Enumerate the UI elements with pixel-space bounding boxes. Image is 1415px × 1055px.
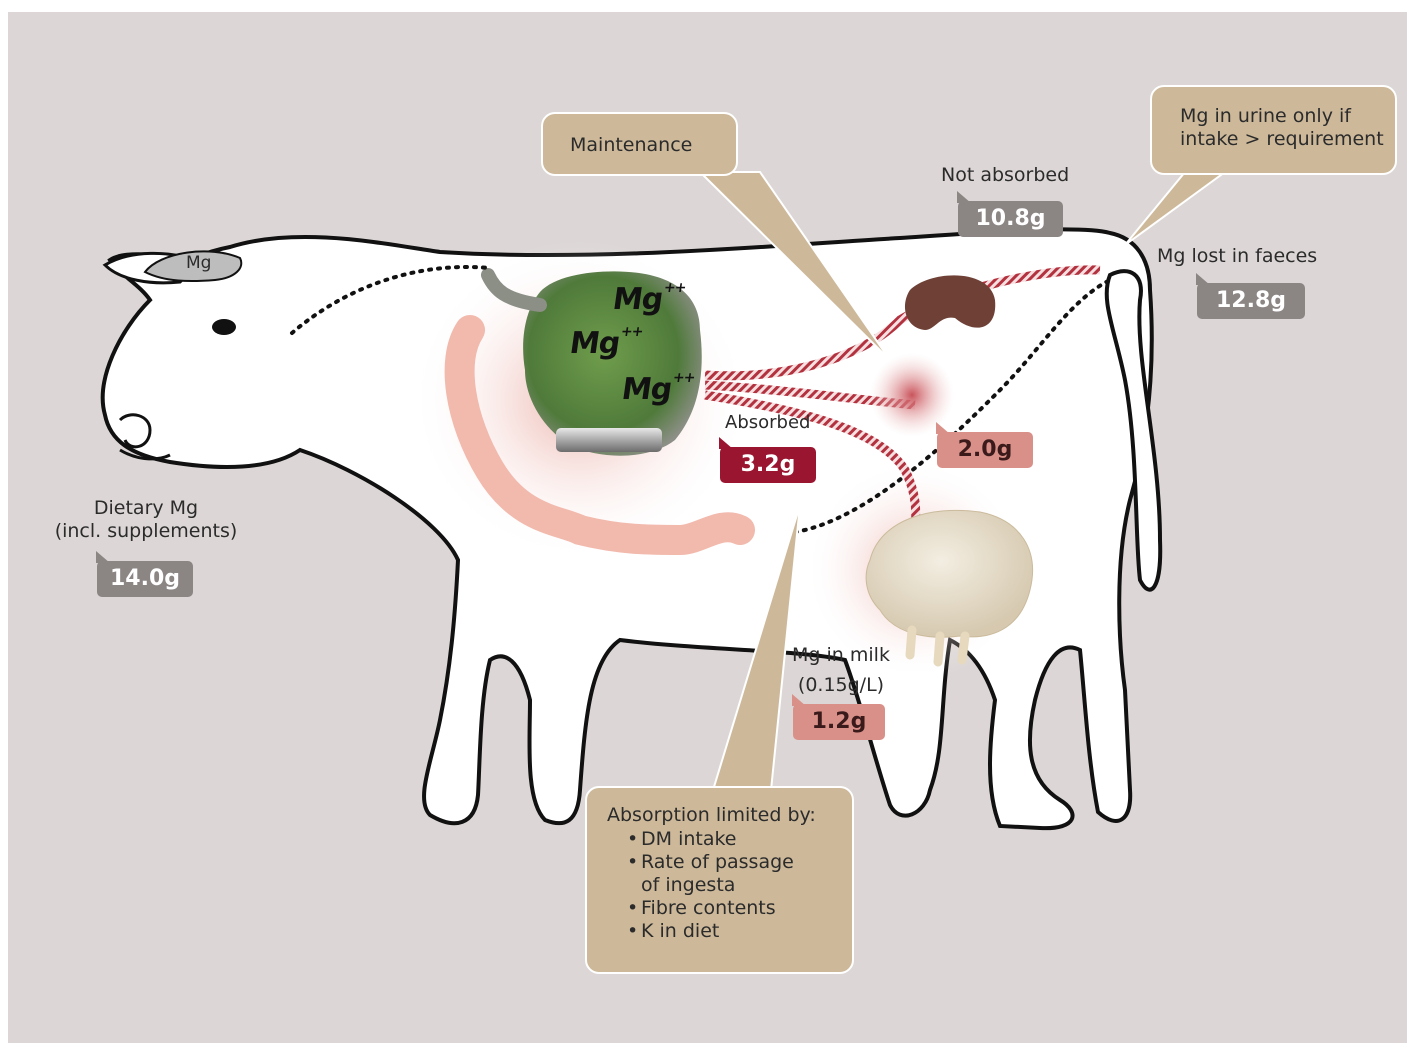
supplement-bolus: [556, 428, 662, 452]
faeces-label: Mg lost in faeces: [1157, 245, 1317, 268]
rumen-ion-1: Mg++: [611, 282, 687, 317]
urine-callout-text: Mg in urine only if intake > requirement: [1180, 105, 1384, 151]
urine-callout: Mg in urine only if intake > requirement: [1150, 85, 1397, 175]
milk-value: 1.2g: [793, 704, 885, 740]
dietary-label: Dietary Mg (incl. supplements): [48, 497, 244, 543]
maintenance-callout: Maintenance: [541, 112, 738, 176]
absorption-callout-title: Absorption limited by:: [607, 804, 816, 827]
udder: [866, 510, 1032, 637]
absorption-factor-dm: DM intake: [627, 828, 794, 851]
urine-pointer: [1125, 172, 1225, 245]
absorption-factor-k: K in diet: [627, 920, 794, 943]
rumen-ion-3: Mg++: [620, 372, 696, 407]
maintenance-tissue: [870, 353, 954, 437]
absorption-callout: Absorption limited by: DM intake Rate of…: [585, 786, 854, 974]
maintenance-value: 2.0g: [937, 432, 1033, 468]
absorption-factor-fibre: Fibre contents: [627, 897, 794, 920]
absorption-factor-list: DM intake Rate of passage of ingesta Fib…: [627, 828, 794, 943]
head-tag-label: Mg: [186, 252, 211, 275]
cow-eye: [212, 319, 236, 335]
not-absorbed-label: Not absorbed: [941, 164, 1069, 187]
milk-label: Mg in milk (0.15g/L): [786, 640, 896, 700]
absorbed-label: Absorbed: [725, 411, 810, 434]
dietary-value: 14.0g: [97, 561, 193, 597]
faeces-value: 12.8g: [1197, 283, 1305, 319]
maintenance-callout-text: Maintenance: [570, 134, 692, 157]
rumen-ion-2: Mg++: [568, 326, 644, 361]
not-absorbed-value: 10.8g: [958, 201, 1063, 237]
absorbed-value: 3.2g: [720, 447, 816, 483]
absorption-factor-passage: Rate of passage of ingesta: [627, 851, 794, 897]
